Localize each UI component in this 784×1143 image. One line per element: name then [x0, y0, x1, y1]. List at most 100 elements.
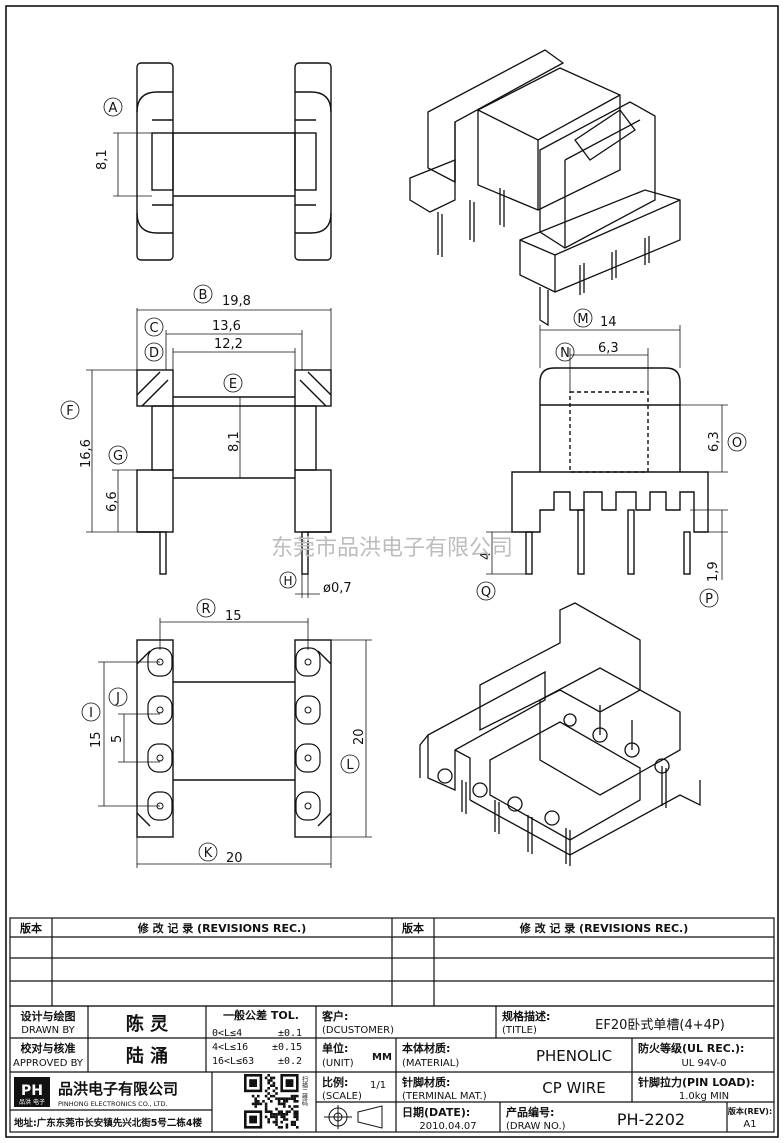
iso-view-bottom: [419, 602, 701, 866]
spec-value: EF20卧式单槽(4+4P): [595, 1018, 725, 1033]
pin-pad: [295, 791, 321, 821]
sheet-border: [5, 5, 779, 1138]
label-e: E: [229, 377, 237, 392]
dim-r-value: 15: [225, 609, 242, 624]
approved-by-label-cn: 校对与核准: [21, 1041, 76, 1055]
dim-p-value: 1,9: [706, 561, 721, 582]
tol-value-2: ±0.15: [272, 1042, 302, 1053]
dim-n-value: 6,3: [598, 341, 619, 356]
dim-c-value: 13,6: [212, 319, 241, 334]
date-label: 日期(DATE):: [402, 1105, 470, 1119]
label-l: L: [346, 758, 354, 773]
pin-pad: [147, 743, 173, 773]
dim-h-value: ø0,7: [323, 581, 352, 596]
drawno-label-en: (DRAW NO.): [506, 1121, 566, 1132]
bottom-dims: R 15 I 15 J 5 L 20 K 20: [81, 598, 372, 868]
projection-symbol: [324, 1105, 383, 1129]
pin-hole: [304, 802, 312, 810]
spec-label-en: (TITLE): [502, 1025, 537, 1036]
label-f: F: [66, 404, 73, 419]
rev-record-header-left: 修 改 记 录 (REVISIONS REC.): [137, 921, 307, 935]
dim-b-value: 19,8: [222, 294, 251, 309]
pinload-label: 针脚拉力(PIN LOAD):: [638, 1075, 755, 1089]
tol-range-3: 16<L≤63: [212, 1056, 254, 1067]
pinload-value: 1.0kg MIN: [679, 1091, 729, 1102]
material-value: PHENOLIC: [536, 1047, 612, 1065]
tol-range-2: 4<L≤16: [212, 1042, 248, 1053]
pin-hole: [304, 706, 312, 714]
label-p: P: [705, 592, 713, 607]
company-address: 地址:广东东莞市长安镇先兴北街5号二栋4楼: [14, 1117, 203, 1129]
dim-a: A 8,1: [95, 97, 152, 197]
dim-q-value: 4: [479, 552, 494, 560]
rev-version-header-left: 版本: [20, 921, 42, 935]
pin-hole: [156, 754, 164, 762]
side-dims: M 14 N 6,3 O 6,3 P 1,9 Q 4: [476, 308, 747, 608]
svg-text:PH: PH: [21, 1083, 43, 1099]
tolerance-title: 一般公差 TOL.: [223, 1008, 299, 1022]
pin-pad: [295, 743, 321, 773]
label-n: N: [560, 346, 570, 361]
label-r: R: [201, 602, 210, 617]
dim-e-value: 8,1: [227, 431, 242, 452]
terminal-value: CP WIRE: [542, 1079, 605, 1097]
dim-l-value: 20: [352, 728, 367, 745]
rev-version-header-right: 版本: [402, 921, 424, 935]
svg-text:品洪 电子: 品洪 电子: [19, 1098, 45, 1106]
label-m: M: [577, 312, 588, 327]
terminal-label: 针脚材质:: [402, 1075, 450, 1089]
front-view: [136, 369, 332, 575]
drawno-label: 产品编号:: [506, 1105, 554, 1119]
approved-by-name: 陆 涌: [126, 1045, 168, 1067]
dim-o-value: 6,3: [707, 431, 722, 452]
label-b: B: [199, 288, 208, 303]
drawn-by-name: 陈 灵: [126, 1013, 169, 1035]
dim-g-value: 6,6: [105, 491, 120, 512]
label-d: D: [149, 346, 159, 361]
label-j: J: [115, 691, 120, 706]
dim-a-value: 8,1: [95, 149, 110, 170]
material-label-en: (MATERIAL): [402, 1058, 459, 1069]
rev-record-header-right: 修 改 记 录 (REVISIONS REC.): [519, 921, 689, 935]
rev-label: 版本(REV):: [727, 1106, 772, 1116]
drawno-value: PH-2202: [617, 1110, 685, 1129]
label-h: H: [283, 574, 292, 588]
date-value: 2010.04.07: [419, 1121, 476, 1132]
bottom-view: [136, 639, 332, 838]
drawn-by-label-cn: 设计与绘图: [21, 1009, 76, 1023]
material-label: 本体材质:: [402, 1041, 450, 1055]
dim-f-value: 16,6: [79, 439, 94, 468]
company-name-en: PINHONG ELECTRONICS CO., LTD.: [58, 1100, 168, 1108]
pin-hole: [156, 706, 164, 714]
label-a: A: [109, 101, 118, 116]
pin-pad: [295, 695, 321, 725]
label-c: C: [149, 321, 158, 336]
dim-d-value: 12,2: [214, 337, 243, 352]
customer-label-en: (DCUSTOMER): [322, 1025, 394, 1036]
title-block-grid: [9, 1005, 775, 1133]
watermark: 东莞市品洪电子有限公司: [271, 536, 513, 561]
label-i: I: [89, 706, 93, 721]
tol-value-1: ±0.1: [278, 1028, 302, 1039]
qr-caption: 扫描二维码: [301, 1075, 308, 1107]
dim-k-value: 20: [226, 851, 243, 866]
qr-code: [244, 1074, 299, 1129]
spec-label: 规格描述:: [502, 1009, 550, 1023]
front-dims: B 19,8 C 13,6 D 12,2 E 8,1 F 16,6 G 6,6: [60, 284, 352, 598]
rev-value: A1: [743, 1119, 756, 1130]
top-view: [136, 62, 332, 261]
terminal-label-en: (TERMINAL MAT.): [402, 1091, 487, 1102]
pin-pad: [295, 647, 321, 677]
unit-value: MM: [372, 1052, 392, 1063]
drawn-by-label-en: DRAWN BY: [21, 1025, 75, 1036]
pin-hole: [304, 658, 312, 666]
ul-label: 防火等级(UL REC.):: [638, 1041, 744, 1055]
label-k: K: [204, 846, 213, 861]
ul-value: UL 94V-0: [681, 1058, 726, 1069]
bottom-pins: [147, 647, 321, 821]
label-g: G: [113, 449, 123, 464]
side-view: [511, 367, 709, 575]
dim-m-value: 14: [600, 315, 617, 330]
pin-pad: [147, 695, 173, 725]
